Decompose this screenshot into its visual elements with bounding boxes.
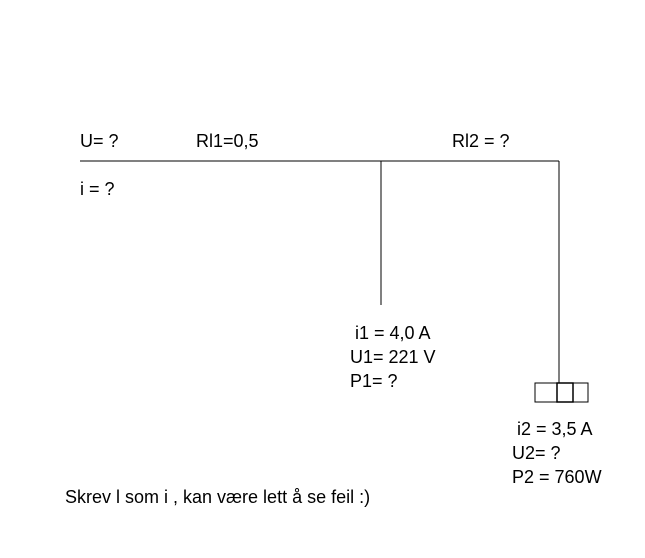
load1-current-label: i1 = 4,0 A — [355, 323, 431, 343]
load2-power-label: P2 = 760W — [512, 467, 602, 487]
line1-resistance-label: Rl1=0,5 — [196, 131, 259, 151]
note-text: Skrev l som i , kan være lett å se feil … — [65, 487, 371, 507]
supply-current-label: i = ? — [80, 179, 115, 199]
line2-resistance-label: Rl2 = ? — [452, 131, 510, 151]
load2-symbol — [534, 382, 589, 403]
load1-voltage-label: U1= 221 V — [350, 347, 436, 367]
load1-power-label: P1= ? — [350, 371, 398, 391]
load2-voltage-label: U2= ? — [512, 443, 561, 463]
load2-current-label: i2 = 3,5 A — [517, 419, 593, 439]
supply-voltage-label: U= ? — [80, 131, 119, 151]
